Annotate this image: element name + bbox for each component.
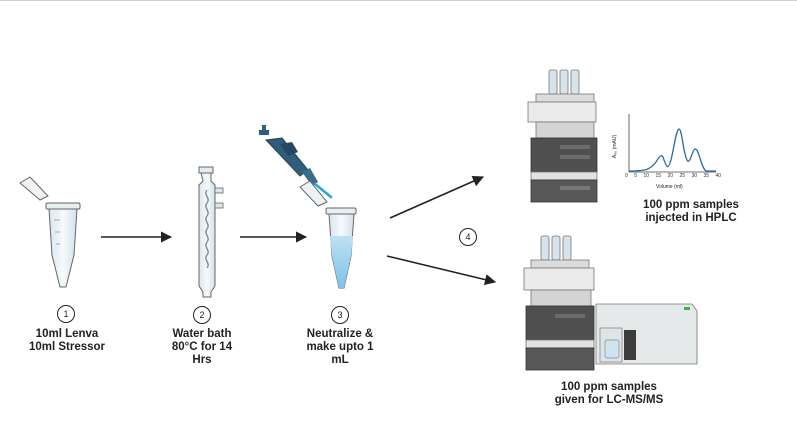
- xtick-4: 20: [667, 173, 673, 179]
- step-number-1: 1: [57, 305, 75, 323]
- reflux-condenser-icon: [198, 166, 224, 298]
- step-3-line1: Neutralize &: [306, 328, 374, 340]
- chromatogram-xticks: 0 5 10 15 20 25 30 35 40: [625, 173, 721, 179]
- xtick-0: 0: [625, 173, 628, 179]
- microcentrifuge-tube-with-sample-icon: [299, 180, 357, 289]
- step-1-line1: 10ml Lenva: [35, 328, 99, 340]
- step-1-line2: 10ml Stressor: [28, 341, 106, 353]
- xtick-3: 15: [655, 173, 661, 179]
- lcms-line1: 100 ppm samples: [561, 381, 657, 393]
- xtick-6: 30: [691, 173, 697, 179]
- step-2-line3: Hrs: [192, 354, 212, 366]
- arrow-to-hplc: [389, 175, 485, 219]
- step-number-2: 2: [193, 306, 211, 324]
- lcms-line2: given for LC-MS/MS: [554, 394, 664, 406]
- step-3-label: Neutralize & make upto 1 mL: [294, 328, 386, 367]
- step-number-3: 3: [331, 306, 349, 324]
- chromatogram-plot: [628, 114, 716, 173]
- hplc-line2: injected in HPLC: [645, 212, 737, 224]
- step-3-line3: mL: [331, 354, 349, 366]
- hplc-label: 100 ppm samples injected in HPLC: [632, 199, 750, 225]
- xtick-8: 40: [715, 173, 721, 179]
- chromatogram-ylabel: A₈₀ (mAU): [612, 134, 619, 159]
- xtick-2: 10: [643, 173, 649, 179]
- xtick-7: 35: [703, 173, 709, 179]
- hplc-instrument-icon: [527, 69, 598, 203]
- step-2-line2: 80°C for 14: [171, 341, 233, 353]
- microcentrifuge-tube-icon: [19, 176, 81, 288]
- chromatogram-xlabel: Volume (ml): [656, 184, 683, 190]
- top-border: [0, 0, 797, 1]
- lcms-label: 100 ppm samples given for LC-MS/MS: [540, 381, 678, 407]
- xtick-1: 5: [634, 173, 637, 179]
- lcms-instrument-icon: [523, 235, 698, 371]
- step-2-line1: Water bath: [172, 328, 232, 340]
- step-3-line2: make upto 1: [306, 341, 374, 353]
- step-number-4: 4: [459, 228, 477, 246]
- step-2-label: Water bath 80°C for 14 Hrs: [160, 328, 244, 367]
- step-1-label: 10ml Lenva 10ml Stressor: [22, 328, 112, 354]
- hplc-line1: 100 ppm samples: [643, 199, 739, 211]
- xtick-5: 25: [679, 173, 685, 179]
- pipette-icon: [259, 125, 333, 199]
- arrow-to-lcms: [386, 255, 497, 286]
